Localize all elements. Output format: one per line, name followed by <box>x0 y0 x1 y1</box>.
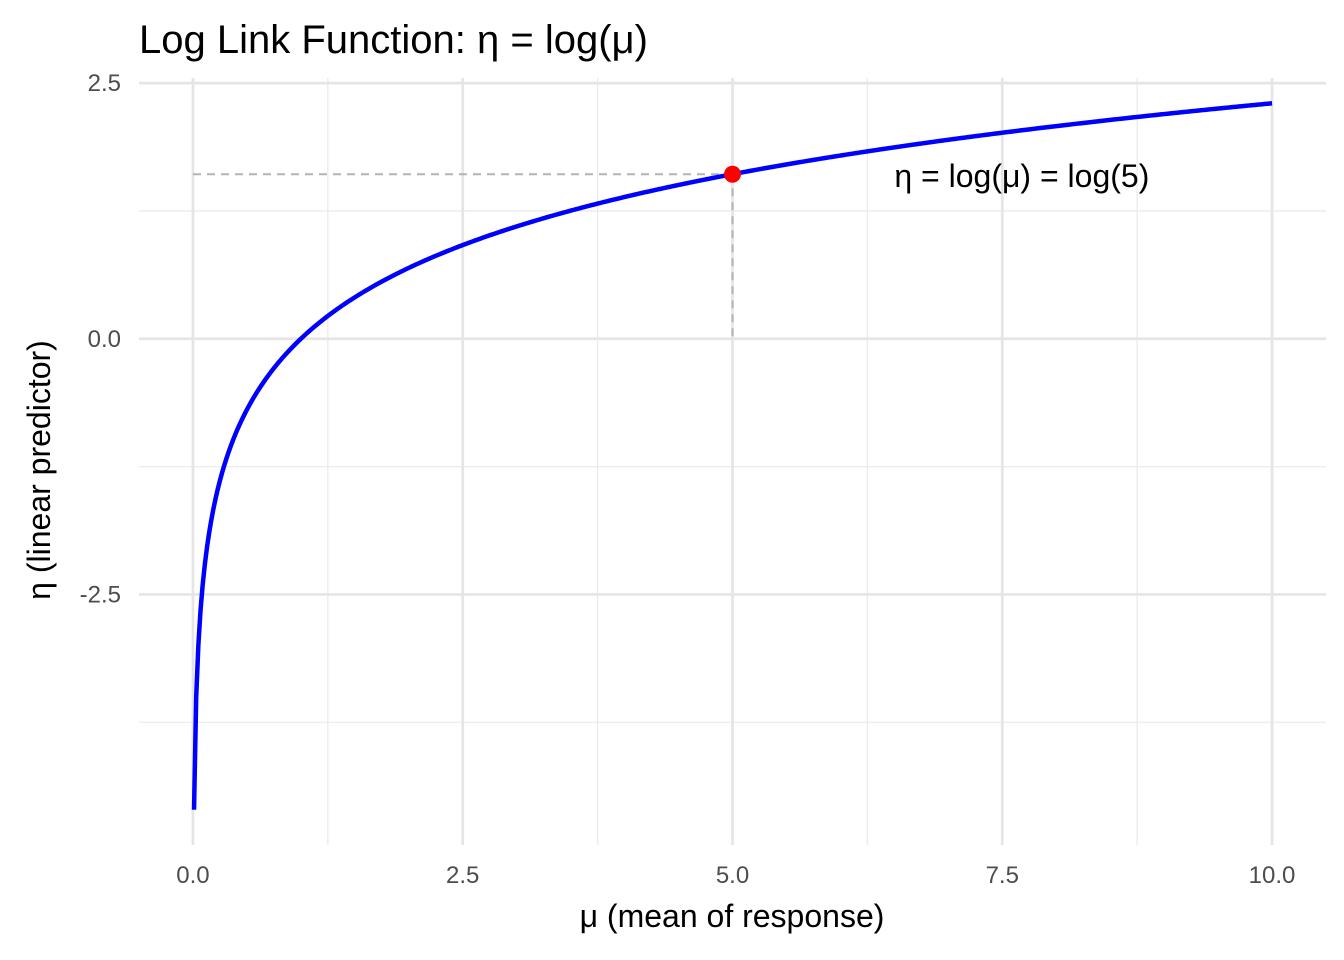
x-tick-labels: 0.0 2.5 5.0 7.5 10.0 <box>176 862 1295 889</box>
y-axis-title: η (linear predictor) <box>21 340 57 600</box>
chart-title: Log Link Function: η = log(μ) <box>139 18 648 62</box>
y-tick-label-1: 0.0 <box>88 326 121 353</box>
x-tick-label-3: 7.5 <box>986 862 1019 889</box>
y-tick-labels: -2.5 0.0 2.5 <box>80 70 121 608</box>
x-tick-label-4: 10.0 <box>1249 862 1296 889</box>
y-tick-label-0: -2.5 <box>80 581 121 608</box>
highlight-point <box>724 165 741 183</box>
x-tick-label-1: 2.5 <box>446 862 479 889</box>
y-tick-label-2: 2.5 <box>88 70 121 97</box>
x-axis-title: μ (mean of response) <box>580 898 885 934</box>
curve-annotation: η = log(μ) = log(5) <box>894 158 1149 194</box>
x-tick-label-0: 0.0 <box>176 862 209 889</box>
reference-lines <box>192 173 734 339</box>
major-gridlines <box>139 78 1326 845</box>
x-tick-label-2: 5.0 <box>716 862 749 889</box>
